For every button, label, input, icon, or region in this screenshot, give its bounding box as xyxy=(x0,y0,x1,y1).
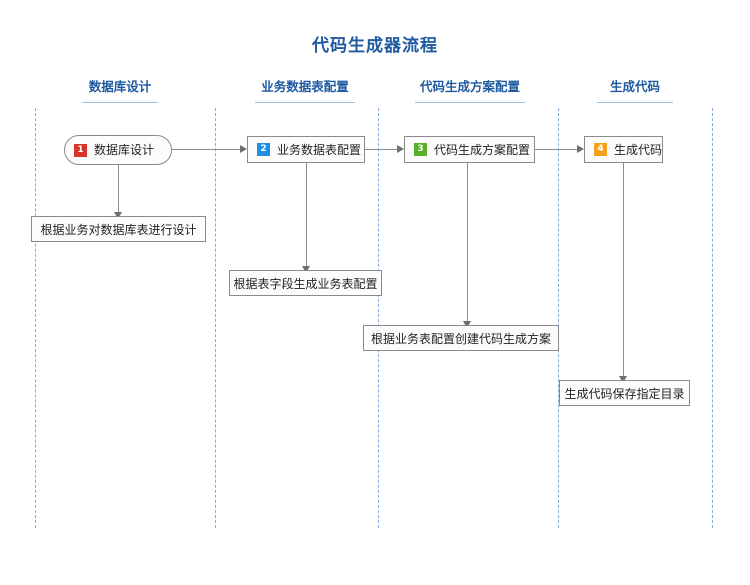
step-badge-2: 2 xyxy=(257,143,270,156)
connector-step2-to-desc2 xyxy=(306,163,307,268)
lane-header-label: 业务数据表配置 xyxy=(261,79,349,94)
lane-header-label: 数据库设计 xyxy=(88,79,152,94)
connector-step1-to-desc1 xyxy=(118,165,119,215)
lane-separator-5 xyxy=(712,108,713,528)
connector-step4-to-desc4 xyxy=(623,163,624,378)
description-label: 根据表字段生成业务表配置 xyxy=(233,276,378,291)
step-node-label: 生成代码 xyxy=(614,142,663,157)
lane-header-generate-code: 生成代码 xyxy=(575,76,695,103)
lane-header-label: 生成代码 xyxy=(609,79,660,94)
description-label: 生成代码保存指定目录 xyxy=(564,386,685,401)
connector-step3-to-step4 xyxy=(535,149,577,150)
description-label: 根据业务表配置创建代码生成方案 xyxy=(371,331,552,346)
lane-header-database-design: 数据库设计 xyxy=(60,76,180,103)
header-underline xyxy=(82,102,158,103)
arrow-head-desc2 xyxy=(301,266,310,273)
page-title: 代码生成器流程 xyxy=(312,36,438,56)
step-node-label: 代码生成方案配置 xyxy=(434,142,531,157)
header-underline xyxy=(255,102,355,103)
description-label: 根据业务对数据库表进行设计 xyxy=(40,222,197,237)
step-node-database-design[interactable]: 1 数据库设计 xyxy=(64,135,172,165)
header-underline xyxy=(597,102,673,103)
description-box-generate-code: 生成代码保存指定目录 xyxy=(559,380,690,406)
arrow-head-step3 xyxy=(397,145,404,153)
arrow-head-desc1 xyxy=(113,212,122,219)
lane-header-code-gen-plan-config: 代码生成方案配置 xyxy=(400,76,540,103)
step-node-code-gen-plan-config[interactable]: 3 代码生成方案配置 xyxy=(404,136,535,163)
step-badge-1: 1 xyxy=(74,143,87,157)
arrow-head-step4 xyxy=(577,145,584,153)
connector-step1-to-step2 xyxy=(172,149,240,150)
step-node-business-table-config[interactable]: 2 业务数据表配置 xyxy=(247,136,365,163)
step-node-generate-code[interactable]: 4 生成代码 xyxy=(584,136,663,163)
lane-header-business-table-config: 业务数据表配置 xyxy=(240,76,370,103)
lane-separator-3 xyxy=(378,108,379,528)
arrow-head-step2 xyxy=(240,145,247,153)
step-badge-4: 4 xyxy=(594,143,607,156)
description-box-code-gen-plan-config: 根据业务表配置创建代码生成方案 xyxy=(363,325,559,351)
step-node-label: 业务数据表配置 xyxy=(277,142,362,157)
lane-separator-2 xyxy=(215,108,216,528)
header-underline xyxy=(415,102,525,103)
description-box-database-design: 根据业务对数据库表进行设计 xyxy=(31,216,206,242)
connector-step3-to-desc3 xyxy=(467,163,468,323)
lane-separator-4 xyxy=(558,108,559,528)
arrow-head-desc3 xyxy=(462,321,471,328)
description-box-business-table-config: 根据表字段生成业务表配置 xyxy=(229,270,382,296)
step-badge-3: 3 xyxy=(414,143,427,156)
connector-step2-to-step3 xyxy=(365,149,397,150)
arrow-head-desc4 xyxy=(618,376,627,383)
step-node-label: 数据库设计 xyxy=(94,143,155,157)
lane-separator-1 xyxy=(35,108,36,528)
lane-header-label: 代码生成方案配置 xyxy=(419,79,520,94)
